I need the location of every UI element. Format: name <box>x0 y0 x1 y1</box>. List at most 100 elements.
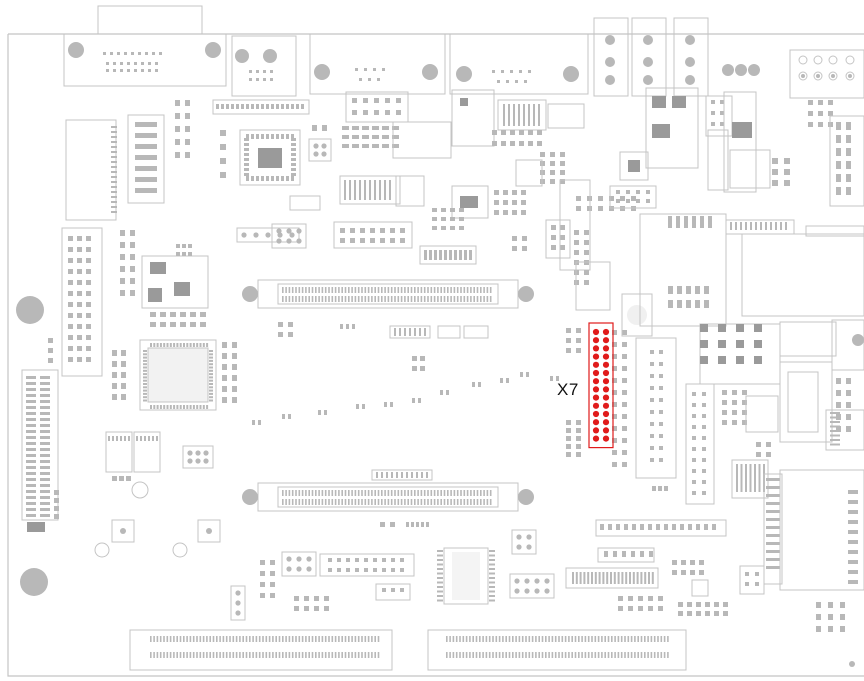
db9-pin <box>377 78 380 81</box>
smd-pad <box>492 141 497 146</box>
smd-pad <box>766 442 771 447</box>
dvi-connector-outline <box>231 35 297 97</box>
ic-pin <box>437 563 443 566</box>
qfp-pin <box>256 176 259 181</box>
qfp-pin <box>251 134 254 139</box>
ic-pin <box>489 563 495 566</box>
header-pin <box>390 238 395 243</box>
board-to-board-connector-pin <box>374 296 376 302</box>
strip-pin <box>271 104 274 109</box>
board-to-board-connector-pin <box>427 499 429 505</box>
ic-pin <box>437 595 443 597</box>
power-pad <box>652 96 666 108</box>
fpc-pin <box>111 131 117 133</box>
board-to-board-connector-pin <box>427 287 429 293</box>
smd-pad <box>598 206 603 211</box>
smd-pad <box>742 390 747 395</box>
bottom-connector-pin <box>611 652 613 658</box>
ic-pin <box>437 599 443 602</box>
header-pin <box>702 458 706 462</box>
strip-pin <box>276 104 279 109</box>
smd-pad <box>68 291 73 296</box>
bottom-connector-pin <box>344 636 347 642</box>
qfp-pin <box>244 163 249 166</box>
ic-pin <box>503 104 505 126</box>
bga-pin <box>156 405 159 409</box>
mount-hole-large <box>20 568 48 596</box>
smd-pad <box>432 217 437 221</box>
smd-pad <box>176 252 180 256</box>
strip-pin <box>291 104 294 109</box>
qfp-pin <box>244 148 249 151</box>
smd-pad <box>411 522 414 527</box>
bottom-connector-pin <box>255 636 258 642</box>
board-to-board-connector-pin <box>463 490 466 496</box>
header-pin <box>391 588 395 592</box>
sub-board-pin <box>684 216 688 228</box>
board-to-board-connector-pin <box>420 490 423 496</box>
smd-pad <box>441 226 446 230</box>
smd-pad <box>574 250 579 255</box>
board-to-board-connector-pin <box>305 490 307 496</box>
smd-pad <box>576 452 581 457</box>
smd-pad <box>836 426 841 432</box>
bottom-connector-pin <box>245 652 248 658</box>
header-pin <box>659 410 663 414</box>
board-to-board-connector-pin <box>367 499 370 505</box>
board-to-board-connector-pin <box>311 296 314 302</box>
bottom-connector-pin <box>502 636 504 642</box>
smd-pad <box>260 582 265 587</box>
smd-pad <box>342 135 349 139</box>
header-pin <box>680 524 684 530</box>
bottom-connector-pin <box>324 636 327 642</box>
board-to-board-connector-pin <box>371 296 373 302</box>
mount-hole <box>235 49 249 63</box>
header-pin <box>626 190 630 194</box>
smd-pad <box>48 338 53 343</box>
smd-pad <box>232 342 237 348</box>
connector-x7-pin <box>592 402 600 409</box>
small-header-pin <box>514 588 520 594</box>
ic-pin <box>156 436 158 441</box>
array-pin <box>426 472 428 478</box>
connector-x7-pin <box>602 427 610 434</box>
vga-pin <box>155 69 158 72</box>
bga-pin <box>159 343 162 347</box>
board-to-board-connector-pin <box>298 490 301 496</box>
smd-pad <box>222 375 227 381</box>
smd-pad <box>690 570 695 575</box>
ic-outline <box>105 431 133 473</box>
header-pin <box>650 422 654 426</box>
board-to-board-connector-pin <box>433 296 436 302</box>
smd-pad <box>628 606 633 611</box>
bottom-connector-pin <box>189 636 192 642</box>
ic-outline <box>443 547 489 605</box>
ic-pin <box>523 104 525 126</box>
ic-pin <box>128 436 130 441</box>
smd-pad <box>54 506 59 511</box>
board-to-board-connector-pin <box>483 499 485 505</box>
smd-pad <box>756 442 761 447</box>
board-to-board-connector-pin <box>361 287 363 293</box>
ic-pin <box>437 586 443 588</box>
smd-pad <box>314 596 319 601</box>
smd-pad <box>492 130 497 135</box>
smd-pad <box>48 358 53 363</box>
bottom-connector-pin <box>367 652 370 658</box>
via <box>828 71 838 81</box>
smd-pad <box>612 390 617 395</box>
header-pin <box>650 446 654 450</box>
header-pin <box>400 588 404 592</box>
board-to-board-connector-pin <box>295 490 297 496</box>
board-to-board-connector-pin <box>282 296 284 302</box>
ic-pin <box>152 436 154 441</box>
smd-pad <box>68 335 73 340</box>
bga-pin <box>143 356 147 359</box>
bga-pin <box>143 363 147 366</box>
smd-pad <box>160 312 166 317</box>
smd-pad <box>622 450 627 455</box>
board-to-board-connector-pin <box>486 287 489 293</box>
board-to-board-connector-pin <box>301 499 304 505</box>
smd-pad <box>112 383 117 389</box>
